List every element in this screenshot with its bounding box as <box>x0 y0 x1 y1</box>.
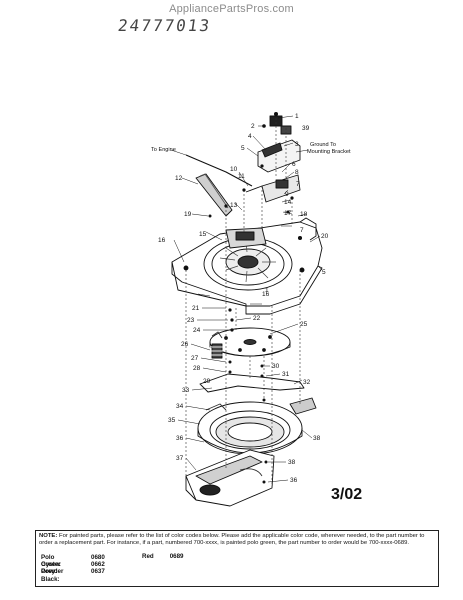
callout-ground-line2: Mounting Bracket <box>307 149 351 155</box>
part-label: 34 <box>176 403 184 410</box>
note-text: For painted parts, please refer to the l… <box>39 533 425 546</box>
color-row-extra: Red 0689 <box>142 553 184 561</box>
part-label: 9 <box>285 191 289 198</box>
part-label: 4 <box>248 133 252 140</box>
part-label: 39 <box>302 125 310 132</box>
part-label: 8 <box>295 169 299 176</box>
color-code: 0662 <box>91 561 105 569</box>
part-label: 1 <box>295 113 299 120</box>
part-label: 35 <box>168 417 176 424</box>
part-label: 37 <box>176 455 184 462</box>
part-label: 38 <box>288 459 296 466</box>
part-label: 7 <box>296 181 300 188</box>
note-lead: NOTE: <box>39 533 58 539</box>
hardware-bolts <box>208 112 294 484</box>
part-label: 1 <box>265 287 269 294</box>
part-label: 33 <box>182 387 190 394</box>
callout-ground-line1: Ground To <box>310 142 336 148</box>
engine-cable <box>185 154 253 187</box>
part-label: 20 <box>321 233 329 240</box>
part-label: 6 <box>292 161 296 168</box>
part-label: 3 <box>295 141 299 148</box>
part-label: 11 <box>238 173 245 180</box>
part-label: 22 <box>253 315 261 322</box>
part-label: 29 <box>203 378 211 385</box>
part-label: 15 <box>199 231 207 238</box>
part-label: 23 <box>187 317 195 324</box>
part-label: 21 <box>192 305 200 312</box>
part-label: 19 <box>184 211 192 218</box>
color-name: Red <box>142 553 154 560</box>
color-code-note: NOTE: For painted parts, please refer to… <box>35 530 439 587</box>
part-label: 26 <box>181 341 189 348</box>
revision-date: 3/02 <box>331 486 363 503</box>
watermark: AppliancePartsPros.com <box>169 3 294 15</box>
part-label: 18 <box>300 211 308 218</box>
part-label: 16 <box>158 237 166 244</box>
color-name: Powder Black: <box>41 568 64 583</box>
part-label: 24 <box>193 327 201 334</box>
throttle-lever <box>195 173 233 217</box>
part-label: 36 <box>176 435 184 442</box>
callout-to-engine: To Engine <box>151 147 176 153</box>
color-code: 0689 <box>169 553 184 560</box>
part-label: 30 <box>272 363 280 370</box>
part-label: 12 <box>175 175 183 182</box>
color-code: 0680 <box>91 554 105 561</box>
part-label: 31 <box>282 371 290 378</box>
color-name: Polo Green: <box>41 554 61 569</box>
top-bracket-assembly <box>245 115 301 203</box>
impeller-plate <box>209 327 291 357</box>
discharge-chute <box>185 449 275 507</box>
part-label: 17 <box>284 210 292 217</box>
part-number-labels: 1 2 3 4 5 6 7 8 9 10 11 12 13 14 15 16 1… <box>158 113 329 484</box>
leader-lines <box>170 115 323 483</box>
part-label: 5 <box>241 145 245 152</box>
part-label: 5 <box>322 269 326 276</box>
part-label: 14 <box>284 199 292 206</box>
assembly-guide-lines <box>185 118 301 488</box>
part-label: 32 <box>303 379 311 386</box>
part-label: 27 <box>191 355 199 362</box>
part-label: 7 <box>300 227 304 234</box>
color-code: 0637 <box>91 568 105 576</box>
part-label: 10 <box>230 166 238 173</box>
part-label: 38 <box>313 435 321 442</box>
part-label: 2 <box>251 123 255 130</box>
color-name: Oyster Grey: <box>41 561 61 576</box>
part-label: 25 <box>300 321 308 328</box>
part-label: 16 <box>262 291 270 298</box>
part-label: 13 <box>230 202 238 209</box>
part-label: 36 <box>290 477 298 484</box>
part-label: 28 <box>193 365 201 372</box>
lower-housing <box>197 397 317 455</box>
drive-gear <box>210 343 224 359</box>
